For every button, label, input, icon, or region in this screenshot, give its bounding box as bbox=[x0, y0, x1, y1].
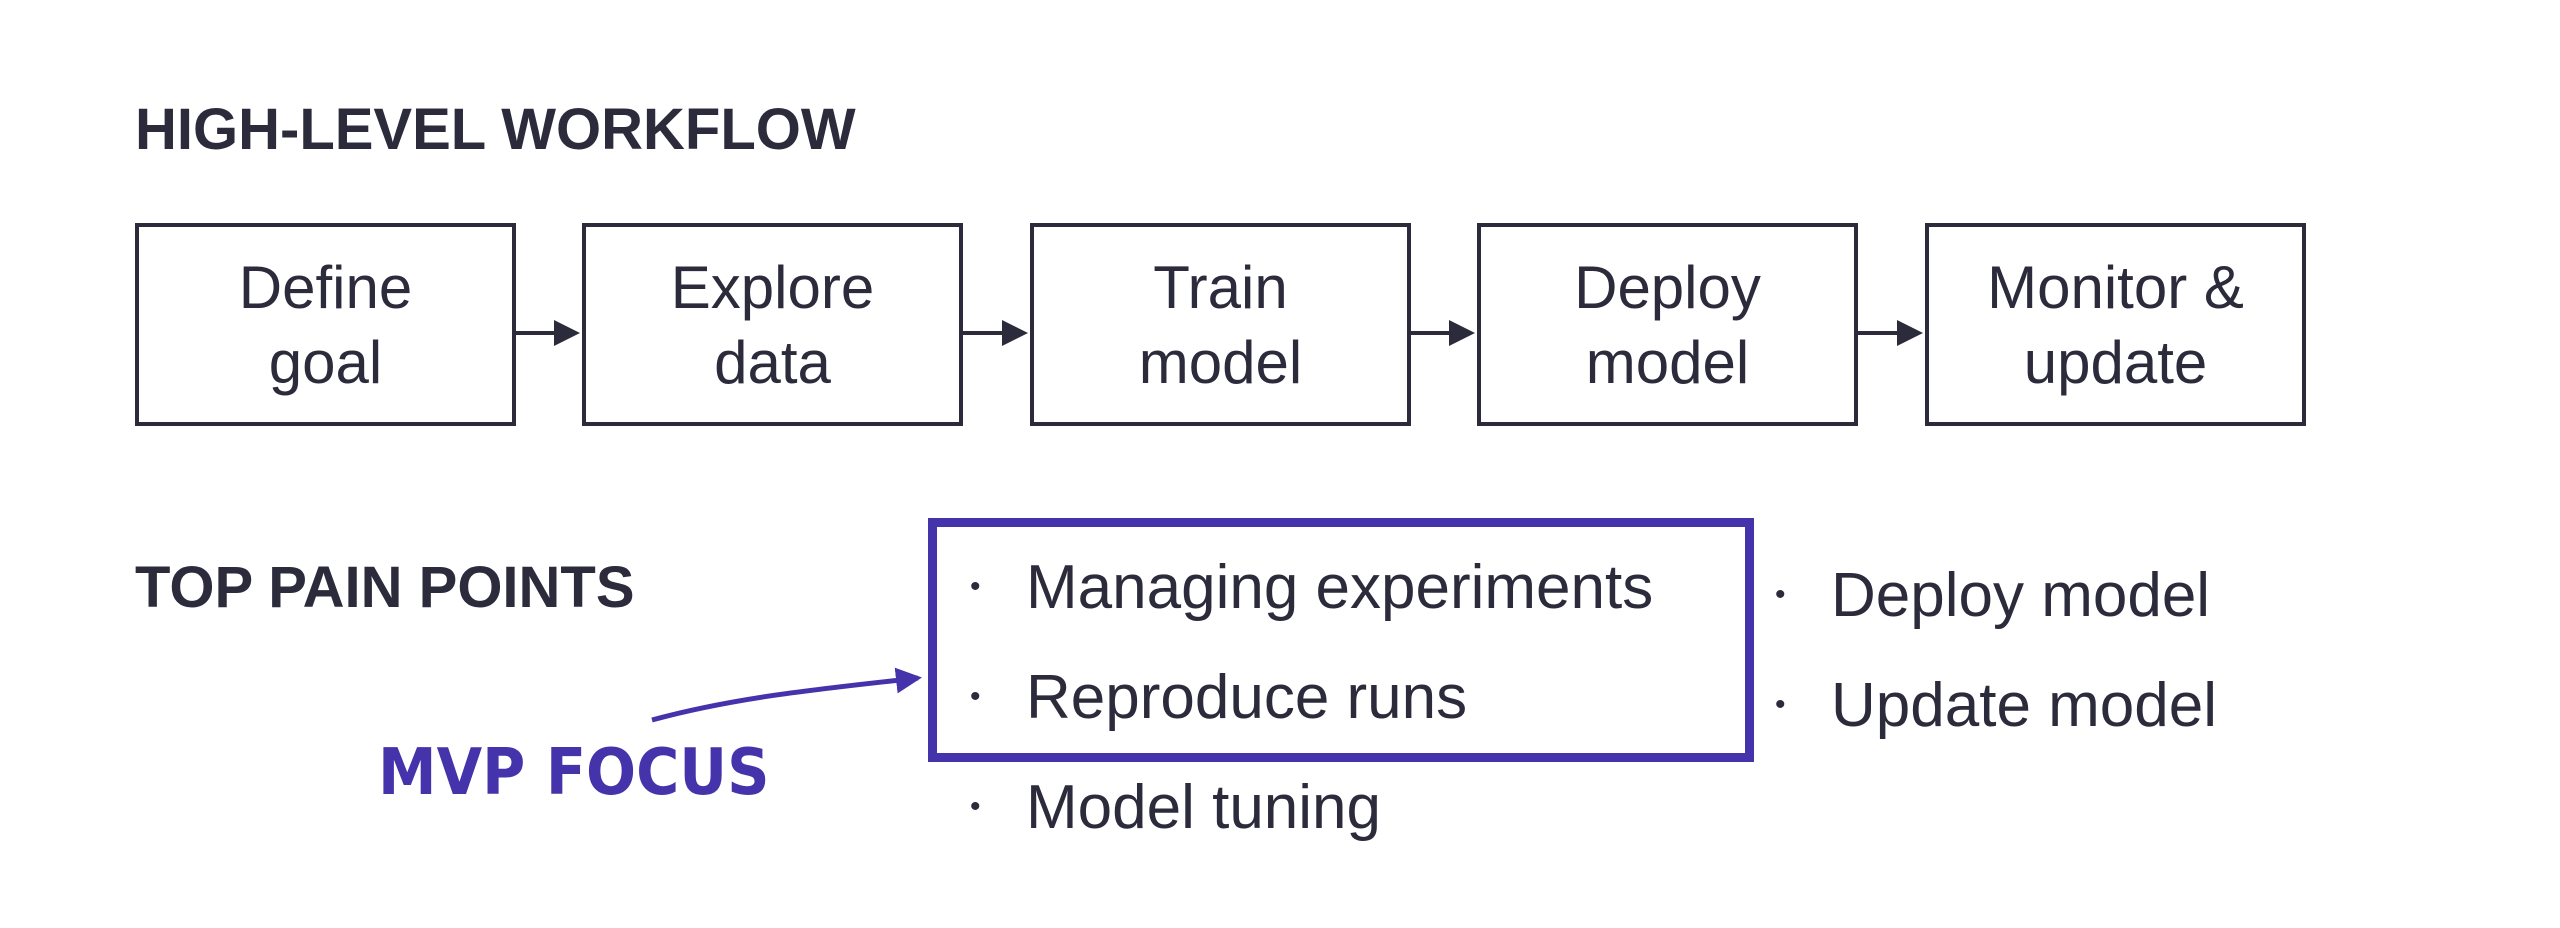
list-item-label: Deploy model bbox=[1831, 560, 2211, 630]
workflow-step-label: Explore data bbox=[670, 253, 875, 396]
bullet-icon: • bbox=[1775, 578, 1786, 611]
workflow-step-label: Deploy model bbox=[1574, 253, 1761, 396]
list-item: • Reproduce runs bbox=[970, 642, 1760, 752]
workflow-step-define-goal: Define goal bbox=[135, 223, 516, 426]
mvp-pointer-arrow bbox=[651, 667, 922, 723]
workflow-step-label: Monitor & update bbox=[1987, 253, 2244, 396]
workflow-title: HIGH-LEVEL WORKFLOW bbox=[135, 97, 856, 162]
list-item: • Model tuning bbox=[970, 752, 1760, 862]
list-item-label: Update model bbox=[1831, 670, 2218, 740]
bullet-icon: • bbox=[970, 570, 981, 603]
bullet-icon: • bbox=[1775, 688, 1786, 721]
mvp-focus-label: MVP FOCUS bbox=[378, 736, 770, 810]
bullet-icon: • bbox=[970, 790, 981, 823]
bullet-icon: • bbox=[970, 680, 981, 713]
workflow-step-explore-data: Explore data bbox=[582, 223, 963, 426]
workflow-step-deploy-model: Deploy model bbox=[1477, 223, 1858, 426]
pain-points-title: TOP PAIN POINTS bbox=[135, 555, 635, 620]
list-item-label: Model tuning bbox=[1026, 772, 1382, 842]
workflow-step-monitor-update: Monitor & update bbox=[1925, 223, 2306, 426]
pain-points-side-list: • Deploy model • Update model bbox=[1775, 540, 2335, 760]
list-item: • Managing experiments bbox=[970, 532, 1760, 642]
list-item-label: Reproduce runs bbox=[1026, 662, 1468, 732]
list-item: • Deploy model bbox=[1775, 540, 2335, 650]
list-item: • Update model bbox=[1775, 650, 2335, 760]
workflow-step-label: Define goal bbox=[238, 253, 413, 396]
workflow-step-label: Train model bbox=[1138, 253, 1303, 396]
workflow-step-train-model: Train model bbox=[1030, 223, 1411, 426]
pain-points-list: • Managing experiments • Reproduce runs … bbox=[970, 532, 1760, 862]
list-item-label: Managing experiments bbox=[1026, 552, 1654, 622]
mvp-focus-box bbox=[928, 518, 1754, 762]
